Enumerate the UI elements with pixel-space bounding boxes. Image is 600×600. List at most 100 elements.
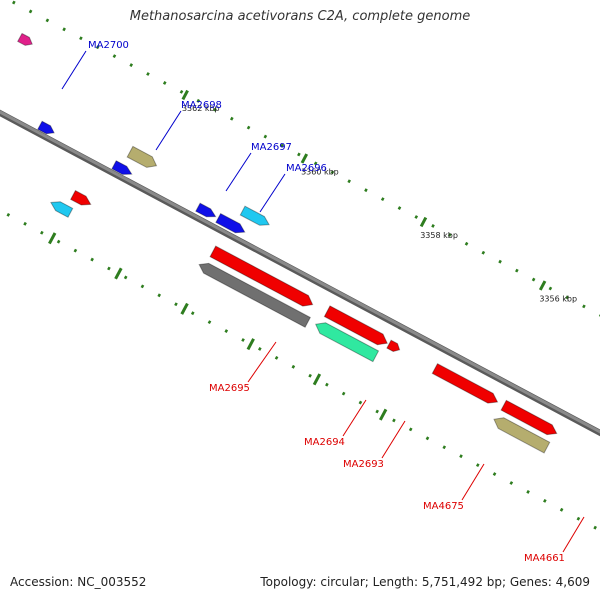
gene-feature: [386, 339, 401, 353]
gene-feature: [239, 205, 270, 226]
gene-label: MA4661: [524, 553, 565, 564]
ruler-dot-outer: [447, 232, 452, 237]
ruler-dot-outer: [431, 224, 435, 228]
gene-feature: [198, 262, 311, 328]
major-tick: [300, 153, 309, 164]
ruler-dot-inner: [325, 382, 329, 387]
ruler-dot-inner: [492, 472, 497, 476]
minor-tick: [378, 408, 388, 421]
ruler-dot-inner: [442, 445, 447, 450]
ruler-dot-inner: [425, 436, 430, 441]
ruler-dot-outer: [112, 54, 117, 59]
ruler-dot-outer: [414, 215, 419, 219]
gene-label: MA2693: [343, 459, 384, 470]
gene-leader-line: [225, 152, 252, 192]
ruler-dot-inner: [543, 498, 547, 503]
backbone-line: [0, 110, 600, 434]
gene-label: MA2695: [209, 383, 250, 394]
ruler-dot-outer: [45, 18, 50, 23]
gene-leader-line: [259, 173, 286, 213]
ruler-dot-outer: [79, 36, 83, 41]
ruler-dot-outer: [565, 295, 569, 300]
gene-leader-line: [562, 516, 585, 553]
gene-label: MA2696: [286, 163, 327, 174]
ruler-dot-inner: [375, 409, 379, 414]
tick-label: 3362 kbp: [182, 104, 220, 113]
gene-feature: [195, 202, 217, 218]
ruler-dot-outer: [146, 72, 150, 76]
ruler-dot-inner: [157, 293, 162, 298]
ruler-dot-outer: [397, 206, 402, 210]
ruler-dot-outer: [347, 179, 351, 184]
major-tick: [538, 280, 547, 291]
gene-leader-line: [381, 420, 406, 459]
ruler-dot-inner: [56, 239, 61, 244]
ruler-dot-inner: [241, 338, 245, 342]
gene-feature: [50, 201, 74, 218]
ruler-dot-outer: [548, 286, 553, 291]
ruler-dot-outer: [162, 81, 167, 85]
minor-tick: [180, 302, 189, 315]
ruler-dot-outer: [12, 0, 16, 5]
ruler-dot-outer: [246, 125, 251, 130]
gene-feature: [431, 363, 499, 404]
gene-leader-line: [155, 110, 182, 151]
ruler-dot-inner: [308, 373, 312, 378]
ruler-dot-inner: [6, 212, 11, 217]
ruler-dot-outer: [380, 197, 385, 202]
gene-leader-line: [61, 50, 87, 90]
ruler-dot-outer: [280, 143, 284, 148]
ruler-dot-inner: [40, 230, 44, 235]
ruler-dot-inner: [73, 248, 78, 253]
ruler-dot-inner: [291, 364, 296, 369]
ruler-dot-outer: [196, 98, 201, 103]
gene-feature: [17, 32, 33, 46]
ruler-dot-inner: [274, 355, 279, 360]
ruler-dot-outer: [464, 241, 469, 246]
ruler-dot-inner: [123, 275, 128, 280]
ruler-dot-inner: [140, 284, 145, 289]
gene-feature: [215, 212, 246, 234]
ruler-dot-inner: [459, 454, 463, 459]
gene-label: MA2698: [181, 100, 222, 111]
gene-feature: [111, 160, 133, 175]
minor-tick: [246, 338, 255, 351]
ruler-dot-inner: [258, 347, 262, 351]
ruler-dot-outer: [330, 170, 335, 175]
ruler-dot-inner: [341, 391, 346, 396]
ruler-dot-outer: [263, 134, 268, 139]
ruler-dot-outer: [179, 89, 184, 94]
gene-feature: [314, 322, 380, 363]
ruler-dot-inner: [475, 463, 480, 468]
ruler-dot-outer: [28, 9, 33, 14]
gene-label: MA2700: [88, 40, 129, 51]
tick-label: 3358 kbp: [420, 231, 458, 240]
gene-feature: [493, 417, 551, 454]
accession-text: Accession: NC_003552: [10, 575, 147, 589]
gene-label: MA2694: [304, 437, 345, 448]
ruler-dot-inner: [207, 320, 212, 325]
ruler-dot-inner: [392, 418, 396, 423]
gene-feature: [209, 245, 314, 307]
ruler-dot-outer: [531, 277, 536, 282]
ruler-dot-inner: [90, 257, 94, 262]
major-tick: [181, 89, 189, 101]
ruler-dot-inner: [190, 311, 195, 316]
map-title: Methanosarcina acetivorans C2A, complete…: [129, 9, 471, 24]
ruler-dot-outer: [129, 63, 134, 67]
ruler-dot-inner: [23, 221, 27, 226]
ruler-dot-outer: [481, 250, 486, 255]
ruler-dot-inner: [107, 266, 111, 271]
ruler-dot-outer: [515, 268, 519, 273]
gene-leader-line: [247, 341, 277, 383]
major-tick: [419, 216, 428, 228]
gene-feature: [37, 120, 55, 135]
ruler-dot-inner: [509, 481, 514, 485]
ruler-dot-inner: [526, 490, 530, 494]
genome-summary-text: Topology: circular; Length: 5,751,492 bp…: [260, 575, 590, 589]
ruler-dot-inner: [174, 302, 178, 307]
minor-tick: [312, 373, 322, 386]
minor-tick: [114, 267, 123, 280]
ruler-dot-inner: [593, 525, 597, 530]
